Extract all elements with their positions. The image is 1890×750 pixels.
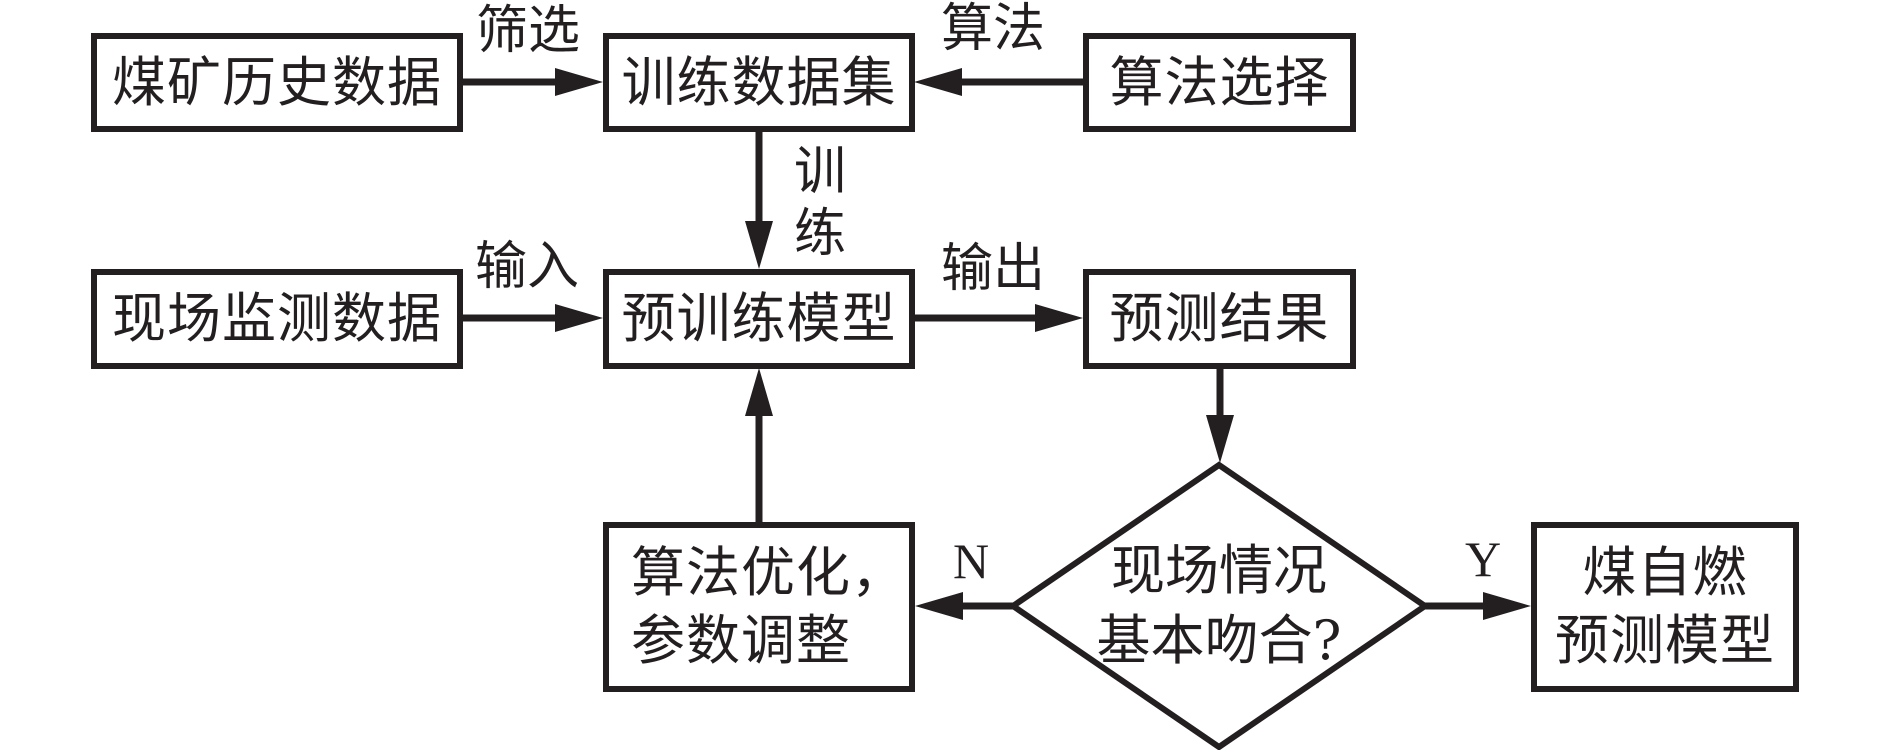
node-label-line-2: 参数调整	[631, 609, 851, 672]
node-label: 训练数据集	[621, 50, 897, 114]
edge-filter-arrow	[462, 68, 603, 96]
edge-algorithm-arrow	[914, 68, 1084, 96]
node-label-line-2: 预测模型	[1555, 609, 1775, 672]
decision-diamond	[1007, 461, 1431, 750]
edge-no-arrow	[915, 592, 1013, 620]
edge-label-algorithm: 算法	[941, 0, 1046, 59]
node-label-line-1: 煤自燃	[1582, 541, 1748, 604]
edge-output-arrow	[914, 304, 1083, 332]
edge-result-to-decision-arrow	[1206, 368, 1234, 463]
decision-label-line-2: 基本吻合?	[1096, 609, 1342, 672]
edge-label-filter: 筛选	[476, 1, 581, 61]
edge-feedback-arrow	[745, 368, 773, 522]
node-prediction-result: 预测结果	[1083, 269, 1356, 369]
node-label-line-1: 算法优化，	[631, 541, 906, 604]
node-label: 预测结果	[1109, 287, 1330, 350]
node-label: 算法选择	[1109, 50, 1330, 114]
node-algorithm-optimization: 算法优化， 参数调整	[603, 522, 915, 692]
edge-yes-arrow	[1425, 592, 1531, 620]
edge-label-no: N	[953, 533, 990, 589]
node-algorithm-selection: 算法选择	[1083, 33, 1356, 132]
node-label: 现场监测数据	[112, 287, 442, 350]
edge-label-yes: Y	[1465, 531, 1502, 587]
edge-input-arrow	[462, 304, 603, 332]
edge-label-train-1: 训	[793, 142, 846, 202]
node-coal-spontaneous-combustion-model: 煤自燃 预测模型	[1531, 522, 1799, 692]
edge-label-train-2: 练	[793, 204, 846, 264]
decision-label: 现场情况 基本吻合?	[1079, 536, 1359, 676]
edge-label-output: 输出	[941, 239, 1046, 299]
decision-label-line-1: 现场情况	[1111, 539, 1327, 602]
node-label: 煤矿历史数据	[112, 50, 442, 114]
node-coal-history-data: 煤矿历史数据	[91, 33, 463, 132]
node-training-dataset: 训练数据集	[603, 33, 915, 132]
node-label: 预训练模型	[621, 287, 897, 350]
edge-label-input: 输入	[475, 237, 580, 297]
node-field-monitoring-data: 现场监测数据	[91, 269, 463, 369]
node-pretrained-model: 预训练模型	[603, 269, 915, 369]
edge-train-arrow	[745, 132, 773, 269]
